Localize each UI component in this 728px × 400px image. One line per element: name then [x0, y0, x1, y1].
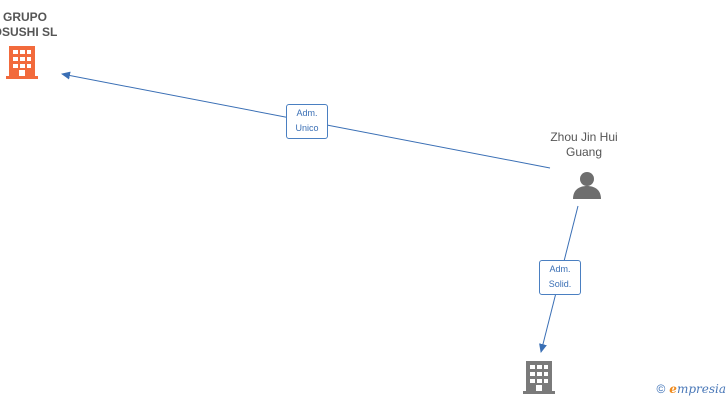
- copyright-symbol: ©: [656, 382, 666, 396]
- edge-label-adm-solid[interactable]: Adm. Solid.: [539, 260, 581, 295]
- edge-label-line2: Unico: [295, 123, 319, 133]
- edge-label-line1: Adm.: [296, 108, 318, 118]
- empresia-logo: empresia: [669, 382, 726, 396]
- person-icon[interactable]: [572, 170, 602, 200]
- building-icon[interactable]: [523, 361, 555, 395]
- person-name-line1: Zhou Jin Hui: [550, 130, 618, 144]
- empresia-watermark: © empresia: [656, 382, 726, 396]
- person-name-line2: Guang: [565, 145, 603, 159]
- company-main-name-line1: GRUPO: [2, 10, 47, 24]
- edge-label-line1: Adm.: [549, 264, 571, 274]
- person-label[interactable]: Zhou Jin Hui Guang: [534, 130, 634, 160]
- building-icon[interactable]: [6, 46, 38, 80]
- edge-label-line2: Solid.: [548, 279, 572, 289]
- edge-label-adm-unico[interactable]: Adm. Unico: [286, 104, 328, 139]
